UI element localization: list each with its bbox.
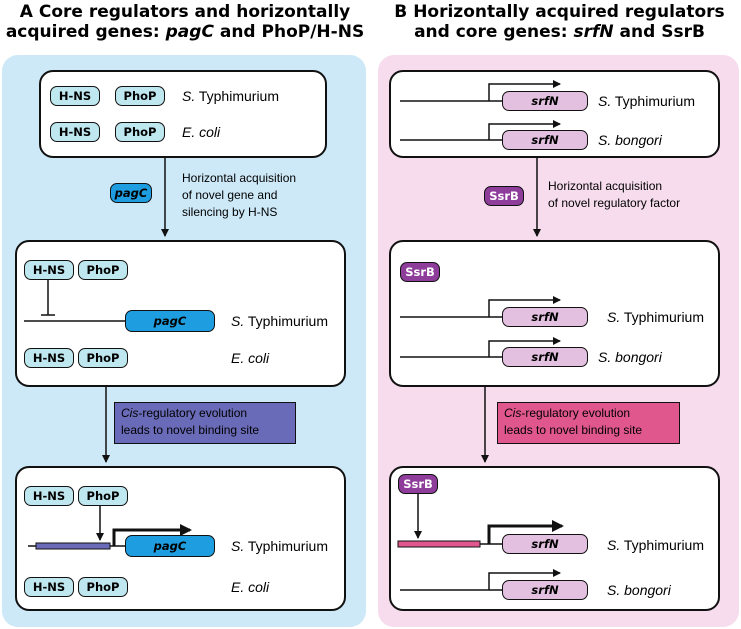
panel-a-box-1	[39, 70, 327, 158]
binding-site-a	[35, 542, 111, 550]
srfn-gene: srfN	[502, 130, 588, 150]
panel-a-letter: A	[19, 2, 33, 22]
panel-b-heading-gene: srfN	[573, 22, 614, 42]
promoter-arrow-b1-top	[488, 80, 561, 101]
promoter-arrow-b2-top	[488, 296, 561, 317]
srfn-gene: srfN	[502, 580, 588, 600]
panel-a-heading-gene: pagC	[165, 22, 214, 42]
hns-chip: H-NS	[24, 260, 74, 280]
phop-chip: PhoP	[78, 577, 128, 597]
phop-chip: PhoP	[78, 486, 128, 506]
panel-b-heading: B Horizontally acquired regulators and c…	[378, 2, 741, 42]
phop-chip: PhoP	[115, 122, 165, 142]
panel-b-letter: B	[394, 2, 408, 22]
promoter-arrow-b3-top	[487, 520, 564, 544]
transition-a1-caption: Horizontal acquisition of novel gene and…	[182, 171, 297, 219]
species-bongori: S. bongori	[598, 349, 662, 365]
transition-b1-caption: Horizontal acquisition of novel regulato…	[548, 179, 681, 210]
species-typhimurium: S. Typhimurium	[607, 537, 705, 553]
species-bongori: S. bongori	[598, 132, 662, 148]
panel-b-heading-line2-suffix: and SsrB	[613, 22, 705, 42]
species-typhimurium: S. Typhimurium	[182, 88, 280, 104]
promoter-arrow-b2-bottom	[488, 337, 561, 357]
species-typhimurium: S. Typhimurium	[598, 93, 696, 109]
panel-a-heading: A Core regulators and horizontally acqui…	[0, 2, 370, 42]
panel-b-heading-line2-prefix: and core genes:	[414, 22, 574, 42]
pagc-chip: pagC	[110, 183, 152, 203]
hns-chip: H-NS	[24, 486, 74, 506]
srfn-gene: srfN	[502, 347, 588, 367]
species-bongori: S. bongori	[607, 582, 671, 598]
pagc-gene: pagC	[125, 535, 215, 557]
panel-b-heading-line1: Horizontally acquired regulators	[413, 2, 725, 22]
binding-site-b	[397, 540, 481, 548]
hns-chip: H-NS	[24, 348, 74, 368]
ssrb-chip: SsrB	[484, 186, 524, 206]
species-typhimurium: S. Typhimurium	[607, 309, 705, 325]
hns-chip: H-NS	[50, 122, 100, 142]
phop-chip: PhoP	[115, 86, 165, 106]
species-ecoli: E. coli	[231, 350, 270, 366]
species-ecoli: E. coli	[231, 579, 270, 595]
srfn-gene: srfN	[502, 534, 588, 554]
promoter-arrow-b1-bottom	[488, 120, 561, 140]
panel-a-heading-line2-suffix: and PhoP/H-NS	[213, 22, 365, 42]
pagc-gene: pagC	[125, 310, 215, 332]
srfn-gene: srfN	[502, 91, 588, 111]
cis-evolution-box-a: Cis-regulatory evolution leads to novel …	[114, 402, 296, 444]
ssrb-chip: SsrB	[398, 474, 438, 494]
promoter-arrow-a3	[112, 524, 192, 546]
cis-evolution-box-b: Cis-regulatory evolution leads to novel …	[497, 402, 680, 444]
promoter-arrow-b3-bottom	[488, 569, 561, 590]
phop-chip: PhoP	[78, 260, 128, 280]
panel-a-heading-line2-prefix: acquired genes:	[5, 22, 166, 42]
species-typhimurium: S. Typhimurium	[231, 538, 329, 554]
species-typhimurium: S. Typhimurium	[231, 313, 329, 329]
hns-chip: H-NS	[50, 86, 100, 106]
srfn-gene: srfN	[502, 307, 588, 327]
species-ecoli: E. coli	[182, 124, 221, 140]
ssrb-chip: SsrB	[400, 262, 440, 282]
hns-chip: H-NS	[24, 577, 74, 597]
phop-chip: PhoP	[78, 348, 128, 368]
panel-a-heading-line1: Core regulators and horizontally	[38, 2, 351, 22]
